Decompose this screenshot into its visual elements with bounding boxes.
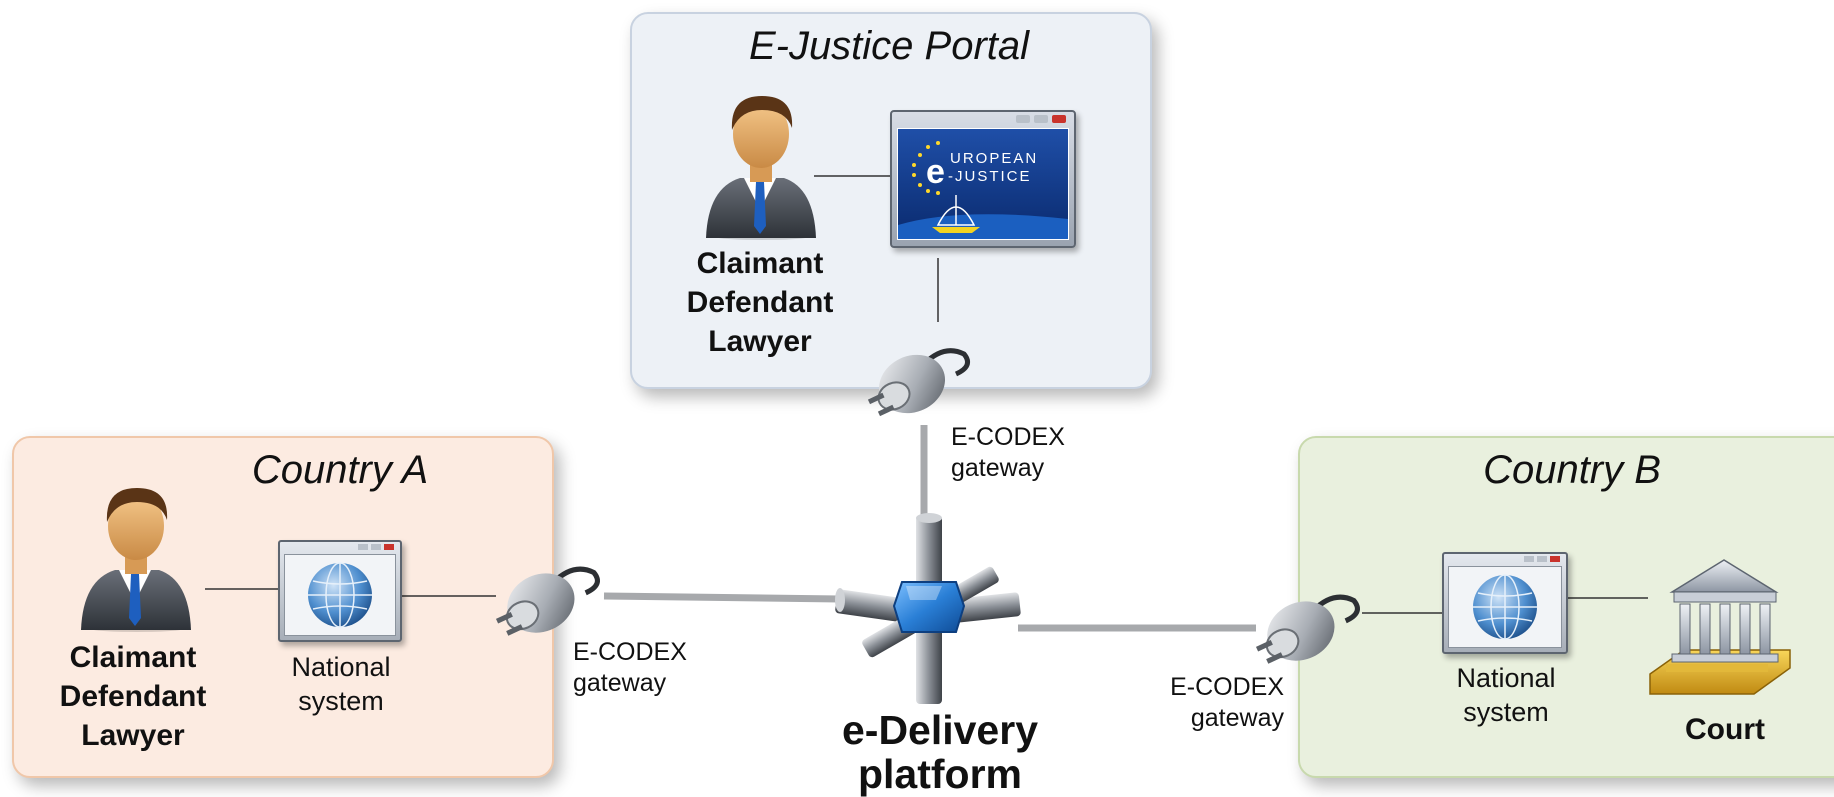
national-system-browser-window-icon[interactable]	[278, 540, 402, 642]
role-lawyer: Lawyer	[708, 325, 812, 358]
gateway-name: E-CODEX	[573, 638, 687, 666]
national-system-browser-window-icon[interactable]	[1442, 552, 1568, 654]
court-label: Court	[1685, 713, 1765, 746]
country-b-title: Country B	[1483, 448, 1661, 492]
gateway-word: gateway	[1190, 704, 1284, 732]
country-a-roles: Claimant Defendant Lawyer	[22, 638, 244, 755]
role-claimant: Claimant	[696, 247, 824, 280]
person-icon	[81, 488, 191, 632]
e-justice-browser-window-icon[interactable]: e UROPEAN -JUSTICE	[890, 110, 1076, 248]
e-delivery-platform-label: e-Delivery platform	[800, 708, 1080, 796]
role-lawyer: Lawyer	[81, 719, 185, 752]
system-word: system	[298, 686, 384, 716]
globe-icon	[308, 562, 372, 628]
system-word: system	[1463, 697, 1549, 727]
country-a-plug-connector-icon	[495, 566, 600, 636]
system-word-national: National	[1456, 663, 1556, 693]
platform-word: platform	[858, 751, 1022, 797]
gateway-name: E-CODEX	[951, 423, 1065, 451]
courthouse-icon	[1649, 559, 1791, 695]
person-icon	[706, 96, 816, 240]
gateway-word: gateway	[951, 454, 1045, 482]
gateway-name: E-CODEX	[1170, 673, 1284, 701]
system-word-national: National	[291, 652, 391, 682]
role-claimant: Claimant	[69, 641, 197, 674]
country-b-gateway-label: E-CODEX gateway	[1156, 672, 1284, 734]
gateway-word: gateway	[573, 669, 667, 697]
country-a-system-label: National system	[270, 650, 412, 718]
globe-icon	[1473, 574, 1537, 640]
european-e-justice-logo: e UROPEAN -JUSTICE	[897, 128, 1069, 240]
role-defendant: Defendant	[686, 286, 834, 319]
logo-line1: UROPEAN	[950, 150, 1038, 167]
logo-line2: -JUSTICE	[948, 168, 1032, 185]
portal-gateway-label: E-CODEX gateway	[951, 422, 1065, 484]
platform-word-edelivery: e-Delivery	[841, 707, 1038, 753]
portal-plug-connector-icon	[867, 348, 971, 417]
portal-roles: Claimant Defendant Lawyer	[650, 244, 870, 361]
portal-title: E-Justice Portal	[748, 24, 1030, 68]
network-hub-icon	[835, 513, 1021, 704]
country-a-title: Country A	[251, 448, 429, 492]
country-b-system-label: National system	[1436, 661, 1576, 729]
country-b-plug-connector-icon	[1255, 594, 1360, 664]
role-defendant: Defendant	[59, 680, 207, 713]
country-a-gateway-label: E-CODEX gateway	[573, 637, 687, 699]
logo-e: e	[926, 153, 945, 191]
